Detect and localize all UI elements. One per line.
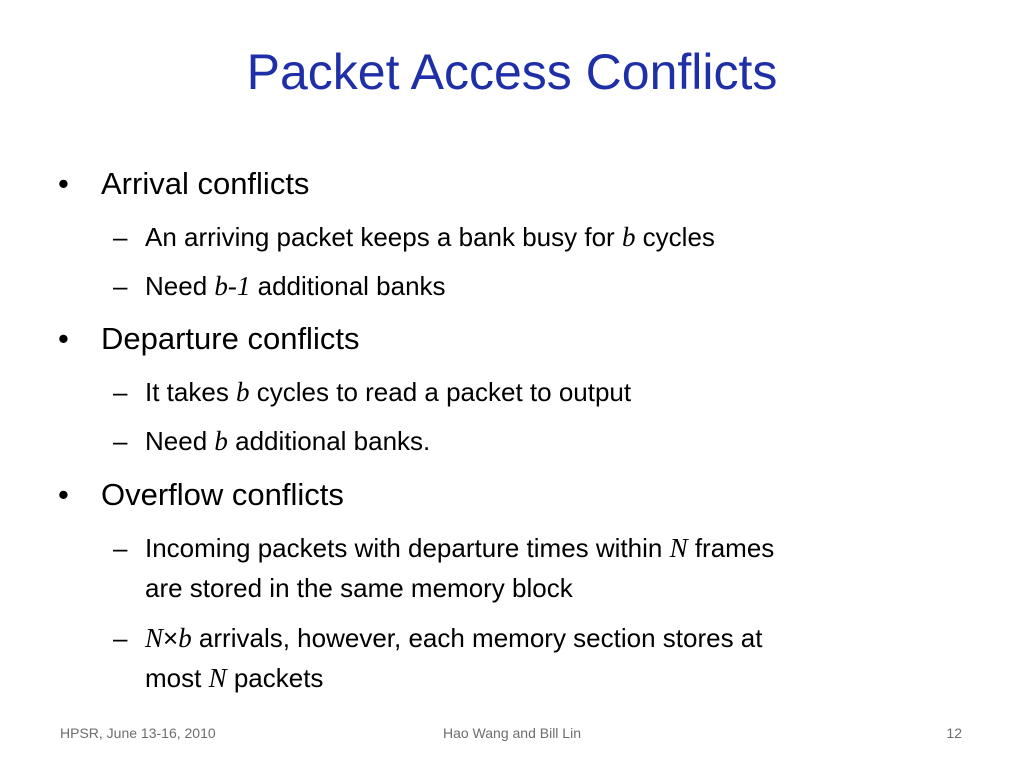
text-segment: Need <box>145 271 215 301</box>
dash-icon: – <box>113 533 128 563</box>
footer-page-number: 12 <box>946 725 962 741</box>
math-variable: N <box>145 623 164 653</box>
bullet-heading: Departure conflicts <box>101 321 360 356</box>
text-segment: cycles <box>635 222 715 252</box>
dash-icon: – <box>113 377 128 407</box>
bullet-heading: Overflow conflicts <box>101 477 344 512</box>
sub-bullet-text: It takes b cycles to read a packet to ou… <box>145 372 955 412</box>
sub-bullet-text: Incoming packets with departure times wi… <box>145 528 955 608</box>
math-variable: b <box>214 426 228 456</box>
text-segment: frames <box>687 533 775 563</box>
dash-icon: – <box>113 623 128 653</box>
bullet-heading: Arrival conflicts <box>101 166 310 201</box>
text-segment: An arriving packet keeps a bank busy for <box>145 222 622 252</box>
text-segment: most <box>145 663 209 693</box>
bullet-icon: • <box>58 166 69 201</box>
text-segment: packets <box>226 663 324 693</box>
math-variable: b <box>178 623 192 653</box>
sub-bullet-text: An arriving packet keeps a bank busy for… <box>145 217 955 257</box>
text-segment: are stored in the same memory block <box>145 573 573 603</box>
text-segment: It takes <box>145 377 237 407</box>
math-variable: b-1 <box>214 271 251 301</box>
sub-bullet-text: N×b arrivals, however, each memory secti… <box>145 618 955 698</box>
text-segment: additional banks. <box>227 426 431 456</box>
text-segment: additional banks <box>250 271 446 301</box>
bullet-icon: • <box>58 477 69 512</box>
math-variable: b <box>621 222 636 252</box>
sub-bullet-text: Need b additional banks. <box>145 421 955 461</box>
footer-authors: Hao Wang and Bill Lin <box>442 725 581 741</box>
dash-icon: – <box>113 426 128 456</box>
text-segment: cycles to read a packet to output <box>249 377 632 407</box>
dash-icon: – <box>113 271 128 301</box>
text-segment: Incoming packets with departure times wi… <box>145 533 670 563</box>
times-symbol: × <box>163 623 179 653</box>
slide-title: Packet Access Conflicts <box>246 44 778 100</box>
text-segment: Need <box>145 426 215 456</box>
dash-icon: – <box>113 222 128 252</box>
bullet-icon: • <box>58 321 69 356</box>
text-segment: arrivals, however, each memory section s… <box>191 623 763 653</box>
footer-conference: HPSR, June 13-16, 2010 <box>60 725 216 741</box>
math-variable: N <box>669 533 688 563</box>
sub-bullet-text: Need b-1 additional banks <box>145 266 955 306</box>
math-variable: b <box>236 377 250 407</box>
math-variable: N <box>208 663 227 693</box>
